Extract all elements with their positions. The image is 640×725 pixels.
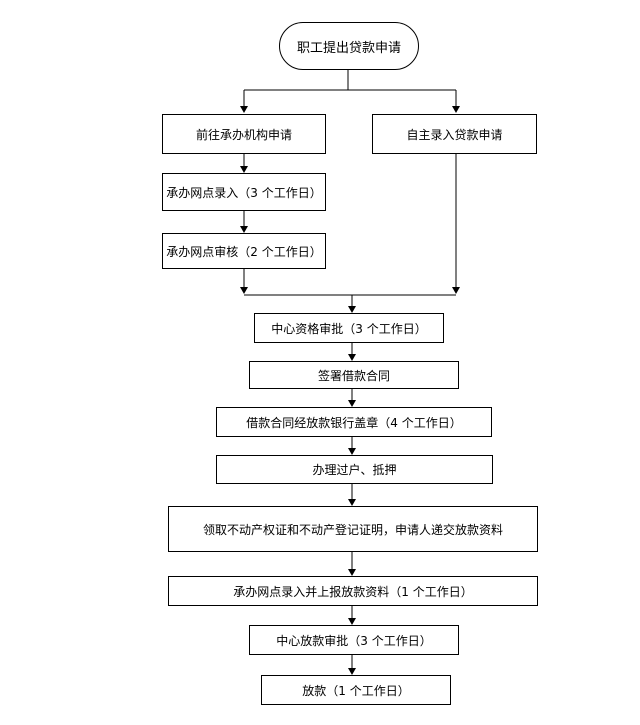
node-branch-left: 前往承办机构申请 <box>162 114 326 154</box>
node-branch-right: 自主录入贷款申请 <box>372 114 537 154</box>
node-center-review-label: 中心资格审批（3 个工作日） <box>271 321 427 336</box>
node-branch-left-label: 前往承办机构申请 <box>195 127 292 142</box>
node-submit-docs-label: 领取不动产权证和不动产登记证明，申请人递交放款资料 <box>202 522 503 537</box>
node-branch-right-label: 自主录入贷款申请 <box>406 127 503 142</box>
node-sign-contract: 签署借款合同 <box>249 361 459 389</box>
node-center-loan-review-label: 中心放款审批（3 个工作日） <box>276 633 432 648</box>
node-bank-seal-label: 借款合同经放款银行盖章（4 个工作日） <box>246 415 462 430</box>
node-submit-docs: 领取不动产权证和不动产登记证明，申请人递交放款资料 <box>168 506 538 552</box>
node-left-step1: 承办网点录入（3 个工作日） <box>162 173 326 211</box>
node-center-review: 中心资格审批（3 个工作日） <box>254 313 444 343</box>
node-left-step2: 承办网点审核（2 个工作日） <box>162 233 326 269</box>
node-center-loan-review: 中心放款审批（3 个工作日） <box>249 625 459 655</box>
node-sign-contract-label: 签署借款合同 <box>317 368 390 383</box>
node-start: 职工提出贷款申请 <box>279 22 419 70</box>
node-bank-seal: 借款合同经放款银行盖章（4 个工作日） <box>216 407 492 437</box>
node-disburse-label: 放款（1 个工作日） <box>302 683 410 698</box>
node-left-step2-label: 承办网点审核（2 个工作日） <box>166 244 322 259</box>
node-transfer-mortgage-label: 办理过户、抵押 <box>312 463 397 477</box>
node-start-label: 职工提出贷款申请 <box>296 40 401 56</box>
node-disburse: 放款（1 个工作日） <box>261 675 451 705</box>
node-transfer-mortgage: 办理过户、抵押 <box>216 455 493 484</box>
node-report-docs: 承办网点录入并上报放款资料（1 个工作日） <box>168 576 538 606</box>
node-report-docs-label: 承办网点录入并上报放款资料（1 个工作日） <box>233 584 473 599</box>
node-left-step1-label: 承办网点录入（3 个工作日） <box>166 185 322 200</box>
